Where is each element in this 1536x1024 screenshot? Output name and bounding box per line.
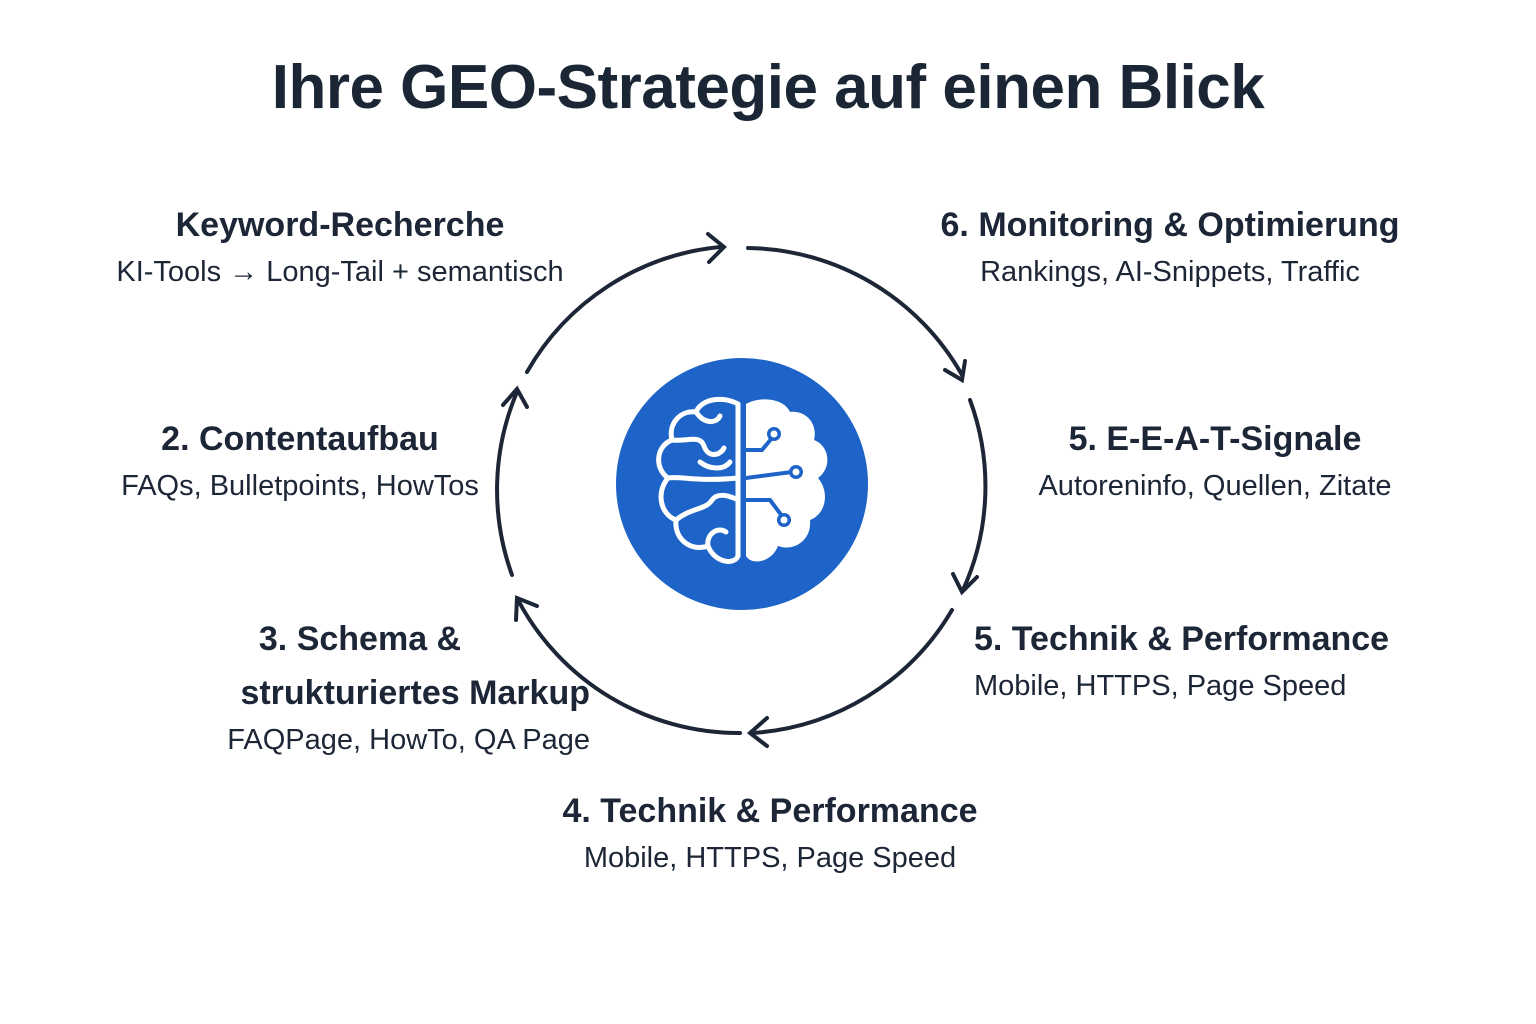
step-heading: 5. Technik & Performance: [974, 620, 1390, 658]
step-contentaufbau: 2. Contentaufbau FAQs, Bulletpoints, How…: [90, 412, 510, 506]
arrow-head-left: [501, 385, 529, 409]
step-heading: 3. Schema &: [258, 620, 462, 658]
cycle-ring: [495, 232, 988, 748]
step-heading: 4. Technik & Performance: [562, 792, 978, 830]
step-heading: 6. Monitoring & Optimierung: [940, 206, 1400, 244]
step-heading: Keyword-Recherche: [175, 206, 505, 244]
step-description: Mobile, HTTPS, Page Speed: [583, 842, 957, 874]
arrow-head-top-right: [943, 359, 967, 384]
step-keyword-recherche: Keyword-Recherche KI-Tools → Long-Tail +…: [90, 198, 590, 292]
step-description: Autoreninfo, Quellen, Zitate: [1038, 470, 1392, 502]
step-description: KI-Tools → Long-Tail + semantisch: [116, 256, 564, 288]
arrow-head-bottom-left: [514, 595, 539, 622]
arrow-head-top: [706, 232, 727, 264]
arc-right: [961, 398, 988, 592]
step-monitoring: 6. Monitoring & Optimierung Rankings, AI…: [900, 198, 1440, 292]
arc-left: [495, 390, 519, 577]
brain-circuit-icon: [616, 358, 868, 610]
step-schema-markup: 3. Schema & strukturiertes Markup FAQPag…: [150, 612, 590, 760]
arc-bottom-left: [516, 598, 742, 736]
step-heading: 2. Contentaufbau: [161, 420, 439, 458]
step-eeat-signale: 5. E-E-A-T-Signale Autoreninfo, Quellen,…: [1000, 412, 1430, 506]
step-description: Rankings, AI-Snippets, Traffic: [980, 256, 1360, 288]
step-technik-performance-4: 4. Technik & Performance Mobile, HTTPS, …: [500, 784, 1040, 878]
step-technik-performance-5: 5. Technik & Performance Mobile, HTTPS, …: [974, 612, 1454, 706]
step-description: Mobile, HTTPS, Page Speed: [974, 670, 1347, 702]
step-heading: 5. E-E-A-T-Signale: [1068, 420, 1362, 458]
arc-top-right: [746, 246, 964, 377]
arrow-head-right: [951, 572, 979, 596]
arc-bottom-right: [750, 608, 954, 735]
step-description: FAQPage, HowTo, QA Page: [227, 724, 590, 756]
arc-top: [525, 245, 722, 374]
arrow-head-bottom-right: [746, 716, 769, 748]
step-description: FAQs, Bulletpoints, HowTos: [121, 470, 479, 502]
page-title: Ihre GEO-Strategie auf einen Blick: [271, 53, 1265, 122]
step-heading-line2: strukturiertes Markup: [240, 674, 590, 712]
